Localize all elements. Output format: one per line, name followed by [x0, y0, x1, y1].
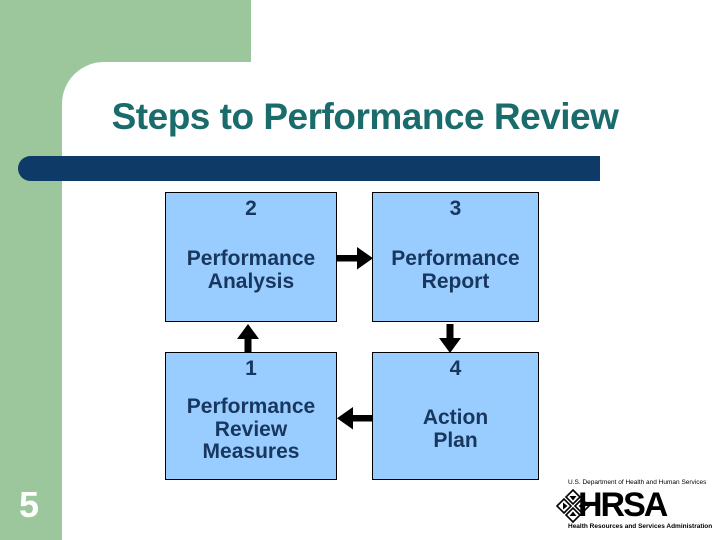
logo-department-text: U.S. Department of Health and Human Serv…: [568, 479, 707, 487]
arrow-left-icon: [337, 407, 373, 430]
hrsa-logo: U.S. Department of Health and Human Serv…: [556, 476, 720, 536]
arrow-right-icon: [337, 247, 373, 270]
logo-organization-text: Health Resources and Services Administra…: [568, 523, 713, 531]
step-number: 4: [449, 357, 462, 380]
arrow-up-icon: [237, 324, 259, 353]
step-number: 3: [449, 197, 462, 220]
slide-title: Steps to Performance Review: [111, 96, 619, 137]
title-underline-bar: [18, 156, 600, 181]
logo-acronym-text: HRSA: [578, 486, 668, 524]
slide-page-number: 5: [19, 484, 40, 525]
step-number: 2: [245, 197, 257, 220]
step-number: 1: [245, 357, 257, 380]
hrsa-emblem-icon: [556, 489, 590, 523]
arrow-down-icon: [439, 324, 461, 353]
